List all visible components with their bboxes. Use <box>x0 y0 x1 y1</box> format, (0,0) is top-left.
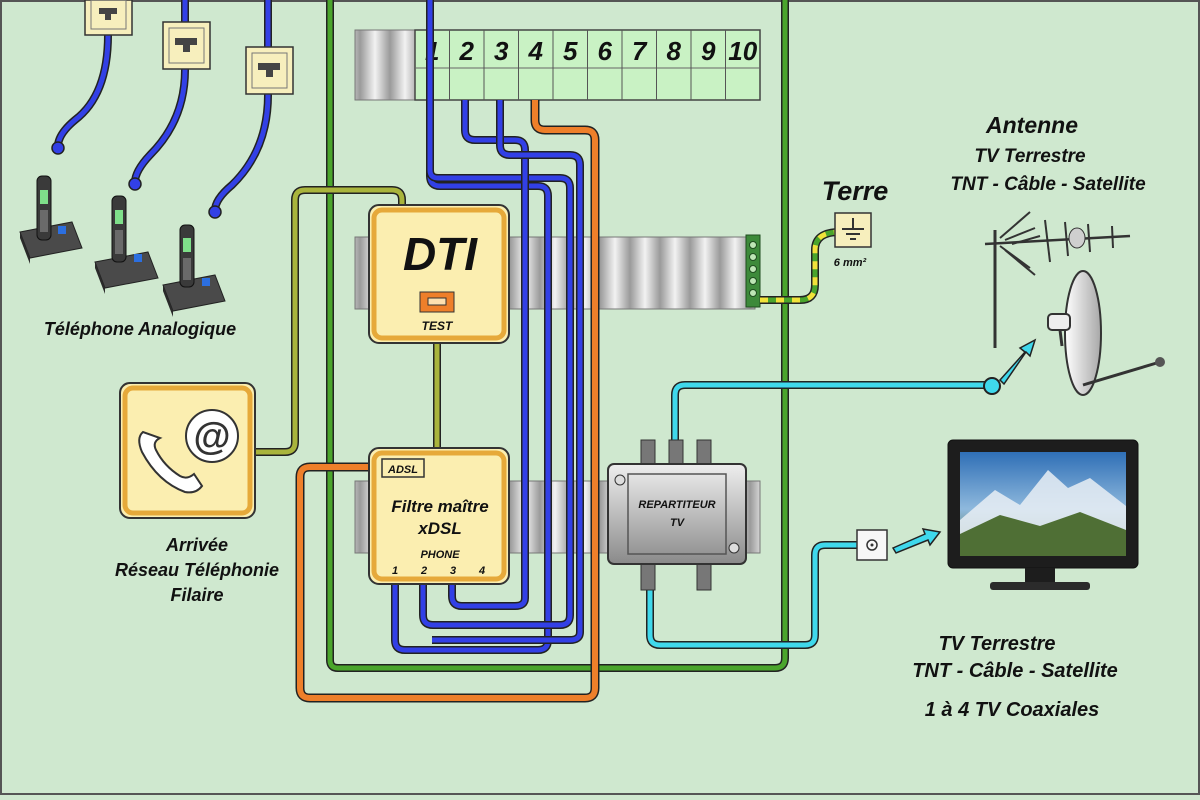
tv-arrow-icon <box>891 528 942 554</box>
phone-icon-3 <box>162 224 226 317</box>
green-wire <box>327 0 788 671</box>
coax-socket-icon <box>856 529 888 561</box>
television-icon <box>947 439 1139 590</box>
phone-icon-1 <box>19 175 83 264</box>
antenna-title: Antenne <box>985 112 1078 138</box>
satellite-dish-icon <box>1047 270 1165 396</box>
orange-wire <box>295 100 600 703</box>
arrival-line3: Filaire <box>170 585 223 605</box>
filter-title-line2: xDSL <box>417 519 461 538</box>
adsl-badge: ADSL <box>387 464 418 476</box>
dti-title: DTI <box>403 228 478 280</box>
terminal-number-6: 6 <box>598 36 613 66</box>
filter-box: ADSL Filtre maître xDSL PHONE 1 2 3 4 <box>368 447 510 585</box>
din-rail-top <box>354 29 418 101</box>
dti-test-label: TEST <box>422 319 454 333</box>
earth-wire-section: 6 mm² <box>834 257 867 269</box>
terminal-number-7: 7 <box>632 36 648 66</box>
tv-line3: 1 à 4 TV Coaxiales <box>925 699 1100 721</box>
svg-text:@: @ <box>193 416 230 458</box>
earth-terminal-screws <box>749 241 757 297</box>
olive-wire <box>255 186 441 456</box>
tv-splitter: REPARTITEUR TV <box>607 439 747 591</box>
phone-icon-2 <box>94 195 159 294</box>
filter-title-line1: Filtre maître <box>391 497 488 516</box>
at-sign-icon: @ <box>185 409 239 463</box>
splitter-label-line2: TV <box>670 517 686 529</box>
terminal-number-5: 5 <box>563 36 578 66</box>
filter-port-1: 1 <box>392 565 398 577</box>
arrival-line1: Arrivée <box>165 535 228 555</box>
terminal-number-2: 2 <box>459 36 475 66</box>
antenna-icon <box>984 211 1131 348</box>
phone-wires <box>51 0 272 219</box>
antenna-line3: TNT - Câble - Satellite <box>950 174 1146 195</box>
blue-wires <box>391 0 584 654</box>
terminal-number-3: 3 <box>494 36 509 66</box>
wall-jack-3 <box>245 46 294 95</box>
terminal-number-4: 4 <box>528 36 544 66</box>
terminal-number-9: 9 <box>701 36 716 66</box>
filter-port-3: 3 <box>450 565 456 577</box>
dti-box: DTI TEST <box>368 204 510 344</box>
terminal-number-8: 8 <box>667 36 682 66</box>
earth-wire <box>760 228 841 304</box>
wall-jack-1 <box>84 0 133 36</box>
telephone-handset-icon <box>138 430 204 494</box>
filter-phone-label: PHONE <box>420 549 460 561</box>
filter-port-4: 4 <box>478 565 485 577</box>
tv-line1: TV Terrestre <box>938 633 1055 655</box>
earth-title: Terre <box>822 176 889 206</box>
filter-port-2: 2 <box>420 565 427 577</box>
coax-wires <box>646 377 1001 649</box>
arrival-line2: Réseau Téléphonie <box>115 560 279 580</box>
antenna-arrow-icon <box>998 338 1037 386</box>
phones-label: Téléphone Analogique <box>44 319 236 339</box>
arrival-box: @ <box>119 382 256 519</box>
splitter-label-line1: REPARTITEUR <box>638 499 715 511</box>
earth-ground-icon <box>834 212 872 248</box>
terminal-number-10: 10 <box>728 36 757 66</box>
antenna-line2: TV Terrestre <box>974 146 1086 167</box>
tv-line2: TNT - Câble - Satellite <box>912 660 1118 682</box>
wall-jack-2 <box>162 21 211 70</box>
